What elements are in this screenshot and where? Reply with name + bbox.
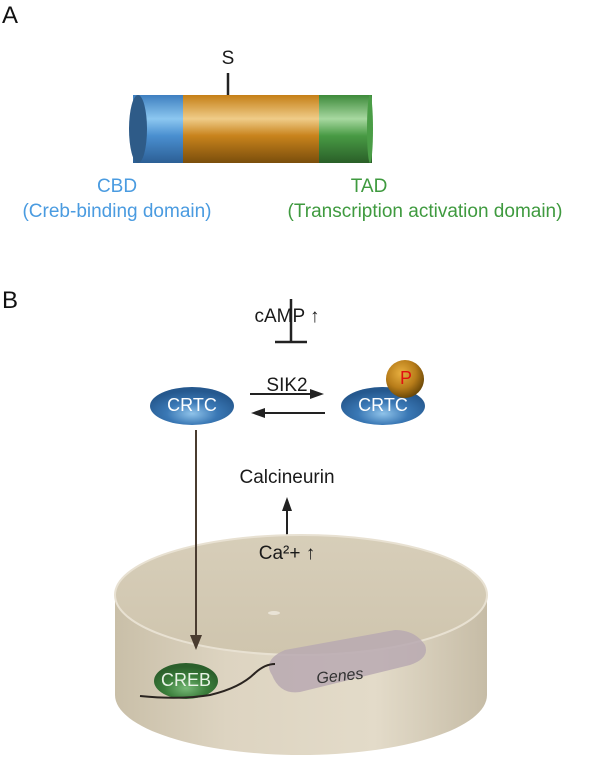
calcium-label: Ca²+ ↑ <box>258 543 316 564</box>
crtc-right-label: CRTC <box>358 395 408 415</box>
serine-site-label: S <box>221 48 235 69</box>
phosphate-label: P <box>399 368 413 388</box>
calcineurin-label: Calcineurin <box>239 467 335 488</box>
nuclear-translocation-arrowhead <box>190 635 202 650</box>
tad-label: TAD <box>350 176 388 197</box>
creb-label: CREB <box>160 670 212 690</box>
nucleus-center-dimple <box>268 611 280 615</box>
phosphate-ball <box>386 360 424 398</box>
crtc-signaling-diagram <box>114 299 488 755</box>
cylinder-right-end <box>367 95 373 163</box>
tad-domain-segment <box>319 95 372 163</box>
dna-strand <box>139 663 276 699</box>
camp-label: cAMP ↑ <box>254 306 320 327</box>
phosphorylation-arrowhead <box>310 389 324 399</box>
crtc-domain-cylinder <box>129 73 373 163</box>
cylinder-end-cap <box>129 95 147 163</box>
sik2-label: SIK2 <box>266 375 308 396</box>
calcium-arrowhead <box>282 497 292 511</box>
panel-a-label: A <box>2 2 19 29</box>
central-domain-segment <box>183 95 321 163</box>
crtc-left-oval <box>150 387 234 425</box>
genes-region <box>268 630 426 693</box>
crtc-left-label: CRTC <box>167 395 217 415</box>
cbd-description: (Creb-binding domain) <box>22 201 212 222</box>
panel-b-label: B <box>2 287 19 314</box>
tad-description: (Transcription activation domain) <box>287 201 563 222</box>
cbd-label: CBD <box>96 176 138 197</box>
dephosphorylation-arrowhead <box>251 408 265 418</box>
creb-oval <box>154 663 218 699</box>
